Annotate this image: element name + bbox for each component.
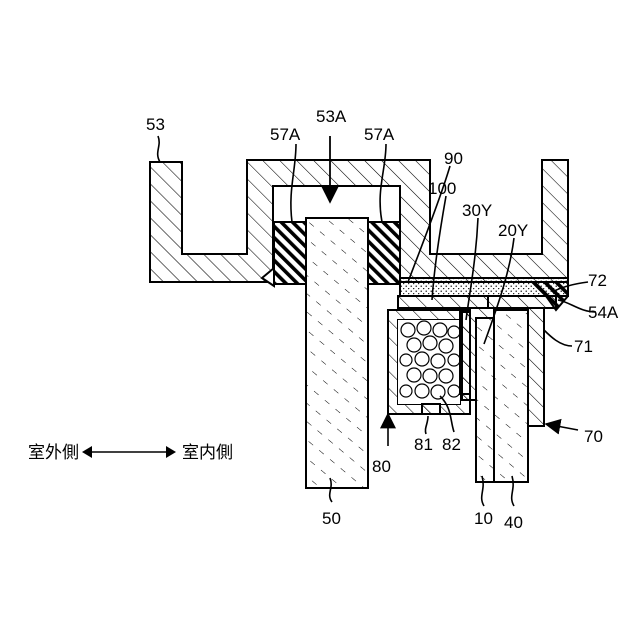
label-54a: 54A xyxy=(588,303,619,322)
gasket-57a-left xyxy=(274,222,306,284)
label-100: 100 xyxy=(428,179,456,198)
label-71: 71 xyxy=(574,337,593,356)
label-53a: 53A xyxy=(316,107,347,126)
label-72: 72 xyxy=(588,271,607,290)
orientation-arrowhead-right xyxy=(166,446,176,458)
label-57a-right: 57A xyxy=(364,125,395,144)
label-70: 70 xyxy=(584,427,603,446)
label-10: 10 xyxy=(474,509,493,528)
label-30y: 30Y xyxy=(462,201,492,220)
label-outdoor-side: 室外側 xyxy=(28,443,79,463)
label-50: 50 xyxy=(322,509,341,528)
label-20y: 20Y xyxy=(498,221,528,240)
label-90: 90 xyxy=(444,149,463,168)
glass-pane-40 xyxy=(494,310,528,482)
label-81: 81 xyxy=(414,435,433,454)
glass-pane-50 xyxy=(306,218,368,488)
bracket-arm-71 xyxy=(528,308,544,426)
label-80: 80 xyxy=(372,457,391,476)
label-53: 53 xyxy=(146,115,165,134)
gasket-57a-right xyxy=(368,222,400,284)
label-82: 82 xyxy=(442,435,461,454)
label-40: 40 xyxy=(504,513,523,532)
label-indoor-side: 室内側 xyxy=(182,443,233,463)
label-57a-left: 57A xyxy=(270,125,301,144)
spacer-81-bar xyxy=(422,404,440,414)
spacer-cap-100 xyxy=(398,296,488,308)
bracket-arrow xyxy=(546,424,578,430)
orientation-arrowhead-left xyxy=(82,446,92,458)
